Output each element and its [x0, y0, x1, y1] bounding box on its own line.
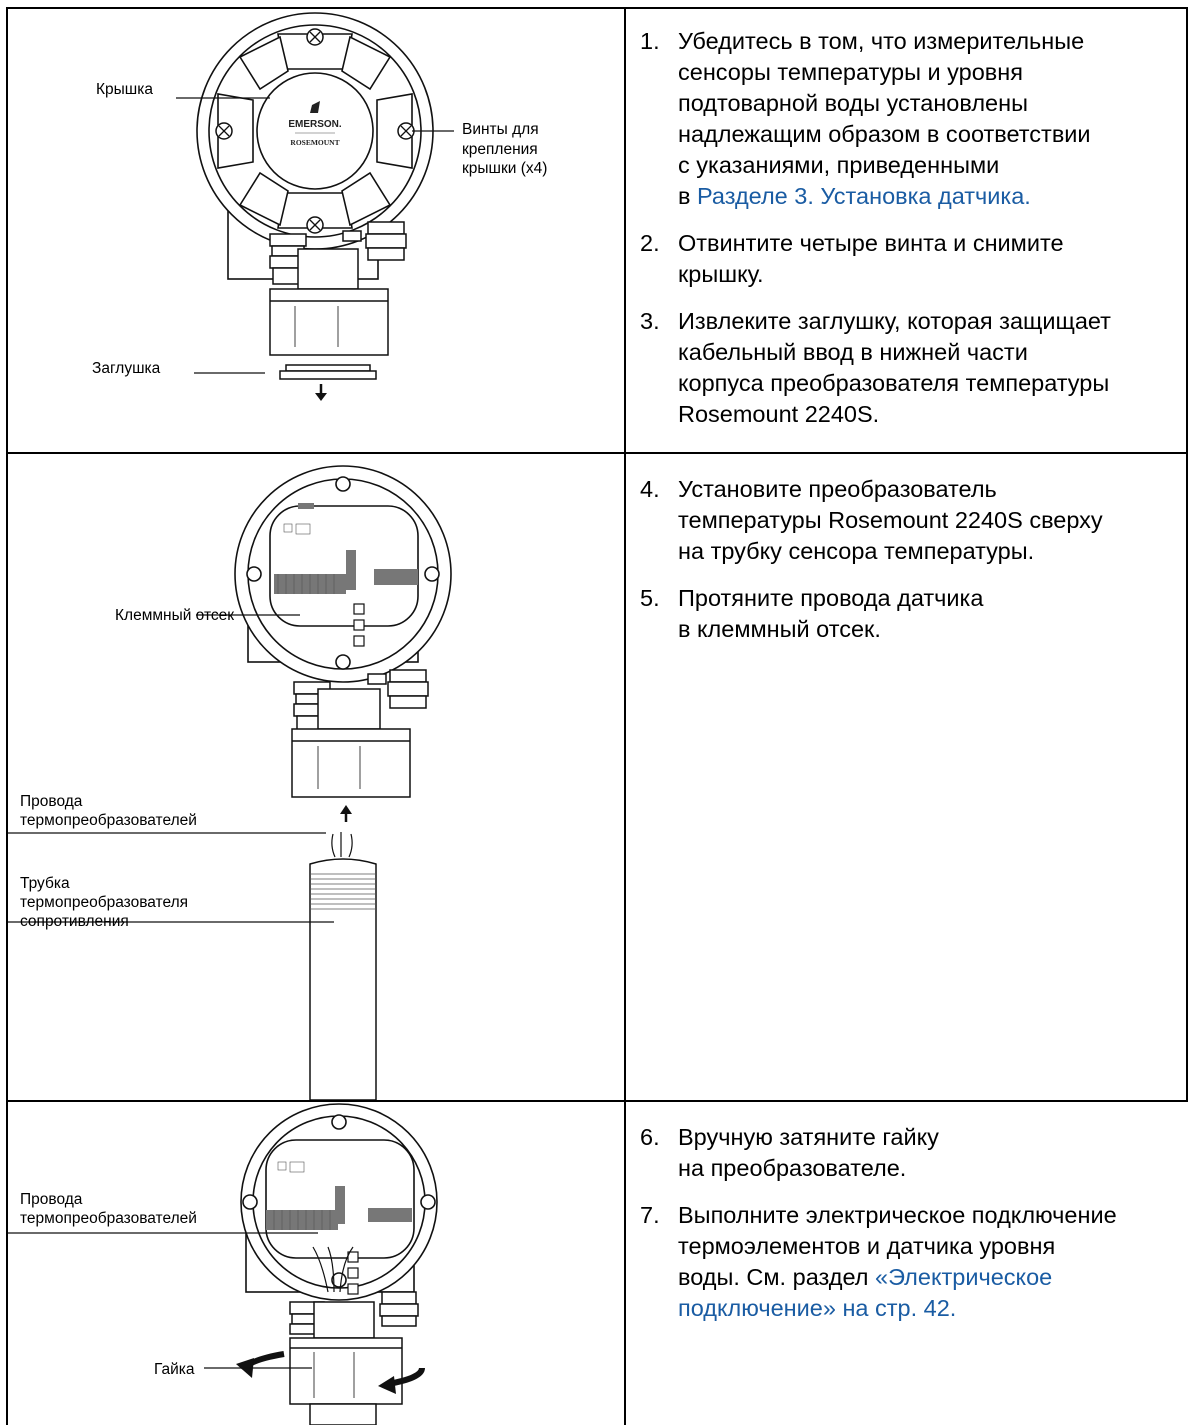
step-5-line-2: в клеммный отсек. — [678, 616, 881, 642]
emerson-logo-icon — [310, 101, 320, 113]
step-number: 3. — [640, 308, 660, 334]
step-1-link-prefix: в — [678, 183, 698, 209]
nut-tightening-drawing — [8, 1103, 438, 1425]
step-1-line-1: Убедитесь в том, что измерительные — [678, 28, 1085, 54]
step-3-line-1: Извлеките заглушку, которая защищает — [678, 308, 1111, 334]
step-number: 6. — [640, 1124, 660, 1150]
step-7-line-1: Выполните электрическое подключение — [678, 1202, 1117, 1228]
step-number: 7. — [640, 1202, 660, 1228]
step-3-line-4: Rosemount 2240S. — [678, 401, 880, 427]
label-sensor-wires-line2: термопреобразователей — [20, 812, 197, 829]
label-rtd-tube: Трубка термопреобразователя сопротивлени… — [20, 874, 188, 931]
step-7-link-prefix: воды. См. раздел — [678, 1264, 875, 1290]
step-7: 7. Выполните электрическое подключение т… — [640, 1200, 1180, 1324]
label-plug: Заглушка — [92, 360, 161, 377]
step-1-line-2: сенсоры температуры и уровня — [678, 59, 1023, 85]
step-1-line-3: подтоварной воды установлены — [678, 90, 1028, 116]
figure-cover-removal: EMERSON. ROSEMOUNT — [8, 9, 624, 452]
step-4: 4. Установите преобразователь температур… — [640, 474, 1180, 567]
step-3-line-2: кабельный ввод в нижней части — [678, 339, 1028, 365]
step-1-line-6: в Разделе 3. Установка датчика. — [678, 181, 1180, 212]
label-connected-wires-line1: Провода — [20, 1191, 83, 1208]
table-top-border — [6, 7, 1188, 9]
step-4-line-1: Установите преобразователь — [678, 476, 997, 502]
step-5: 5. Протяните провода датчика в клеммный … — [640, 583, 1180, 645]
label-cover-screws-line1: Винты для — [462, 121, 539, 138]
electrical-connection-link-page[interactable]: подключение» на стр. 42. — [678, 1295, 957, 1321]
step-4-line-2: температуры Rosemount 2240S сверху — [678, 507, 1103, 533]
nut-shape — [289, 1337, 403, 1405]
arrow-down-icon — [315, 393, 327, 401]
step-2-line-1: Отвинтите четыре винта и снимите — [678, 230, 1064, 256]
step-4-line-3: на трубку сенсора температуры. — [678, 538, 1035, 564]
label-terminal-compartment: Клеммный отсек — [115, 607, 235, 624]
figure-tighten-nut: Провода термопреобразователей Гайка — [8, 1102, 624, 1425]
step-3-line-3: корпуса преобразователя температуры — [678, 370, 1110, 396]
step-number: 2. — [640, 230, 660, 256]
label-connected-wires: Провода термопреобразователей — [20, 1190, 197, 1228]
label-sensor-wires-line1: Провода — [20, 793, 83, 810]
sensor-tube — [309, 858, 377, 1100]
step-2-line-2: крышку. — [678, 261, 764, 287]
figure-sensor-install: Клеммный отсек Провода термопреобразоват… — [8, 454, 624, 1100]
step-7-line-2: термоэлементов и датчика уровня — [678, 1233, 1056, 1259]
steps-cell-1: 1. Убедитесь в том, что измерительные се… — [640, 26, 1180, 446]
label-connected-wires-line2: термопреобразователей — [20, 1210, 197, 1227]
label-sensor-wires: Провода термопреобразователей — [20, 792, 197, 830]
steps-cell-2: 4. Установите преобразователь температур… — [640, 474, 1180, 661]
step-6-line-1: Вручную затяните гайку — [678, 1124, 939, 1150]
label-cover: Крышка — [96, 81, 153, 98]
table-left-border — [6, 7, 8, 1425]
arrow-up-icon — [340, 805, 352, 814]
step-3: 3. Извлеките заглушку, которая защищает … — [640, 306, 1180, 430]
label-cover-screws-line3: крышки (x4) — [462, 160, 548, 177]
step-2: 2. Отвинтите четыре винта и снимите крыш… — [640, 228, 1180, 290]
step-number: 5. — [640, 585, 660, 611]
table-right-border — [1186, 7, 1188, 1102]
step-6: 6. Вручную затяните гайку на преобразова… — [640, 1122, 1180, 1184]
label-rtd-tube-line3: сопротивления — [20, 913, 129, 930]
logo-rosemount-text: ROSEMOUNT — [290, 138, 339, 147]
row-divider-2 — [6, 1100, 1188, 1102]
sensor-wires — [331, 832, 353, 858]
column-divider — [624, 7, 626, 1425]
transmitter-housing-drawing: EMERSON. ROSEMOUNT — [176, 12, 454, 401]
label-cover-screws: Винты для крепления крышки (x4) — [462, 120, 547, 179]
step-5-line-1: Протяните провода датчика — [678, 585, 984, 611]
label-rtd-tube-line1: Трубка — [20, 875, 70, 892]
label-nut: Гайка — [154, 1361, 195, 1378]
step-7-line-3: воды. См. раздел «Электрическое — [678, 1262, 1180, 1293]
label-rtd-tube-line2: термопреобразователя — [20, 894, 189, 911]
step-1-line-5: с указаниями, приведенными — [678, 152, 1000, 178]
logo-emerson-text: EMERSON. — [288, 119, 342, 130]
section-3-link[interactable]: Разделе 3. Установка датчика. — [697, 183, 1031, 209]
step-number: 4. — [640, 476, 660, 502]
steps-cell-3: 6. Вручную затяните гайку на преобразова… — [640, 1122, 1180, 1340]
connected-wires — [312, 1246, 354, 1293]
step-1: 1. Убедитесь в том, что измерительные се… — [640, 26, 1180, 212]
terminal-compartment-drawing — [8, 465, 452, 1100]
row-divider-1 — [6, 452, 1188, 454]
step-6-line-2: на преобразователе. — [678, 1155, 907, 1181]
step-number: 1. — [640, 28, 660, 54]
label-cover-screws-line2: крепления — [462, 140, 538, 158]
plug-shape — [285, 364, 371, 372]
electrical-connection-link[interactable]: «Электрическое — [875, 1264, 1053, 1290]
step-1-line-4: надлежащим образом в соответствии — [678, 121, 1091, 147]
